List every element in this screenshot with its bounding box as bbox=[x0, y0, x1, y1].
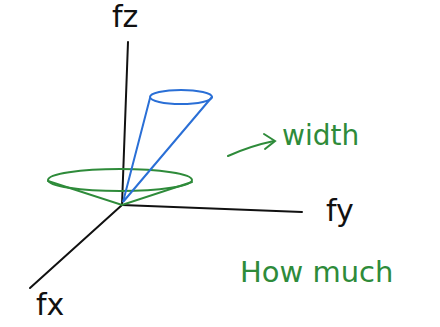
width-arrow bbox=[228, 134, 275, 156]
axis-label: fz bbox=[112, 2, 138, 32]
wide-cone bbox=[48, 169, 192, 205]
fz-axis bbox=[122, 42, 128, 205]
axis-label: fy bbox=[326, 196, 354, 226]
narrow-cone-rim bbox=[150, 90, 212, 104]
axes bbox=[30, 42, 302, 288]
narrow-cone bbox=[123, 90, 212, 202]
note-text: How much bbox=[240, 258, 393, 287]
fy-axis bbox=[122, 205, 302, 212]
arrow-head bbox=[264, 134, 275, 149]
wide-cone-sides bbox=[48, 181, 192, 205]
axis-label: fx bbox=[36, 290, 64, 320]
dimension-note: width bbox=[282, 122, 359, 150]
narrow-cone-sides bbox=[123, 97, 212, 202]
fx-axis bbox=[30, 205, 122, 288]
